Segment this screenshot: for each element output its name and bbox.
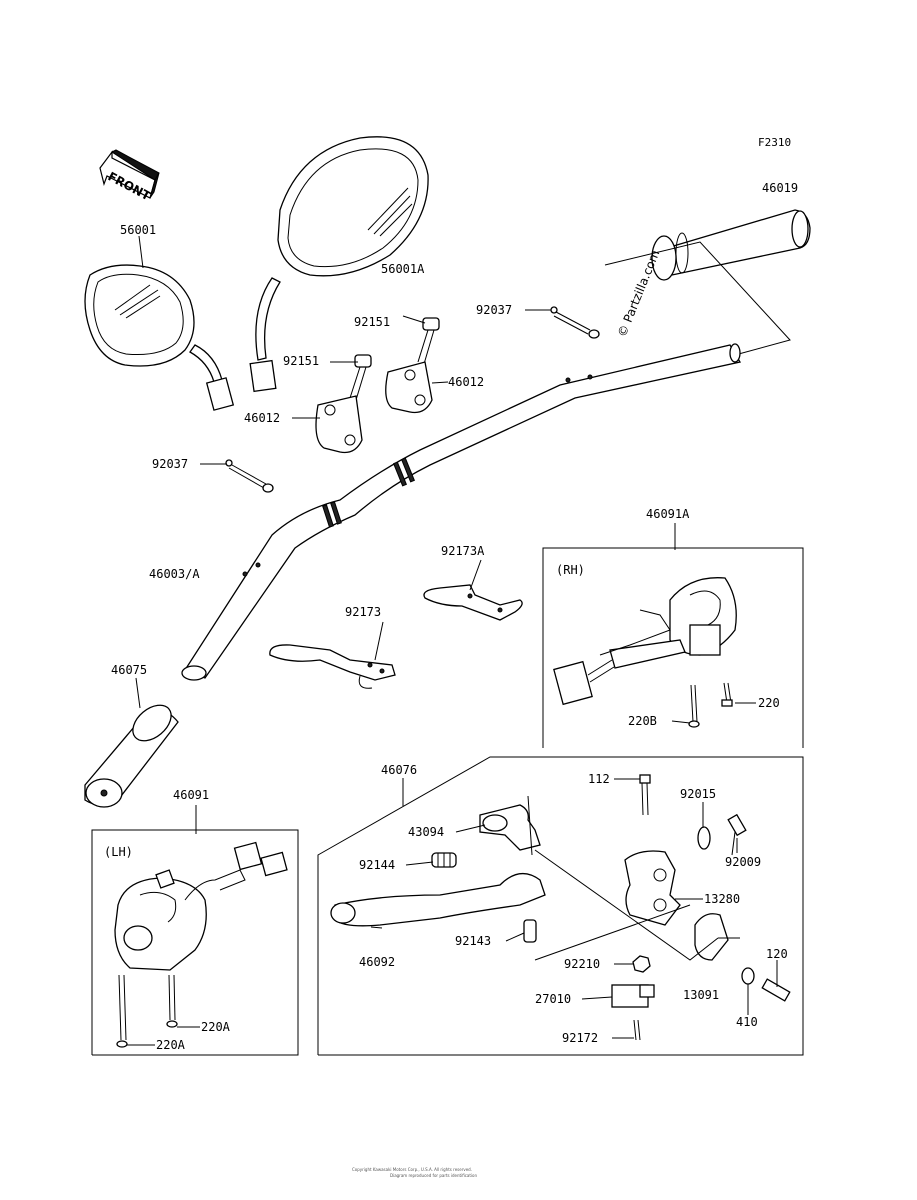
label-92009: 92009 [725,855,761,869]
bolt-120 [761,978,791,1002]
leader-lines [127,235,778,1046]
label-46091a: 46091A [646,507,690,521]
handlebar-46003 [181,343,742,681]
label-92151-b: 92151 [283,354,319,368]
label-92143: 92143 [455,934,491,948]
grip-leader [604,241,791,356]
bolt-92009 [727,813,747,856]
nut-92210 [632,955,651,973]
label-220: 220 [758,696,780,710]
clamp-92173a [423,584,523,621]
label-92210: 92210 [564,957,600,971]
label-27010: 27010 [535,992,571,1006]
screw-220a-1 [116,974,128,1048]
grip-46075 [84,704,179,808]
label-46012-a: 46012 [448,375,484,389]
label-220a-2: 220A [156,1038,186,1052]
band-92037-a [550,306,600,339]
lever-group-box [317,756,804,1056]
label-13280: 13280 [704,892,740,906]
label-56001: 56001 [120,223,156,237]
label-92151-a: 92151 [354,315,390,329]
label-56001a: 56001A [381,262,425,276]
band-92037-b [225,459,274,493]
label-43094: 43094 [408,825,444,839]
bracket-43094 [479,804,541,851]
label-46012-b: 46012 [244,411,280,425]
screw-92172 [633,1019,641,1041]
label-220a-1: 220A [201,1020,231,1034]
master-cylinder-13280 [624,850,681,926]
label-410: 410 [736,1015,758,1029]
label-46019: 46019 [762,181,798,195]
screw-220a-2 [166,974,178,1028]
part-labels: 46019 56001 56001A 92151 92037 92151 460… [111,181,798,1052]
footer-line-1: Copyright Kawasaki Motors Corp., U.S.A. … [352,1167,472,1172]
rh-group-box [542,547,804,748]
rh-group-label: (RH) [556,563,585,577]
watermark: © Partzilla.com [615,248,663,339]
clamp-92173 [269,644,396,689]
label-120: 120 [766,947,788,961]
label-92037-b: 92037 [152,457,188,471]
cap-92015 [697,826,711,850]
lh-group-label: (LH) [104,845,133,859]
label-46092: 46092 [359,955,395,969]
bolt-92151-b [349,354,372,401]
switch-46091a [553,577,737,706]
screw-112 [639,774,651,816]
label-92144: 92144 [359,858,395,872]
switch-27010 [611,984,655,1008]
figure-ref: F2310 [758,136,791,149]
label-92173a: 92173A [441,544,485,558]
label-112: 112 [588,772,610,786]
label-46076: 46076 [381,763,417,777]
mirror-56001 [84,264,235,411]
label-46091: 46091 [173,788,209,802]
spring-92144 [431,852,457,868]
label-92173: 92173 [345,605,381,619]
front-arrow-icon: FRONT [99,149,160,204]
label-13091: 13091 [683,988,719,1002]
label-46003a: 46003/A [149,567,200,581]
footer-line-2: Diagram reproduced for parts identificat… [390,1173,478,1178]
bolt-92151-a [417,317,440,365]
label-92172: 92172 [562,1031,598,1045]
washer-410 [741,967,755,985]
pivot-line [527,795,533,856]
switch-46091 [114,841,288,971]
pin-92143 [523,919,537,943]
lever-46092 [330,873,546,927]
label-220b: 220B [628,714,657,728]
holder-46012-a [385,361,433,414]
lh-group-box [91,829,299,1056]
holder-46012-b [315,395,363,454]
label-92015: 92015 [680,787,716,801]
clamp-13091 [694,913,729,961]
mirror-56001a [249,136,429,393]
label-92037-a: 92037 [476,303,512,317]
label-46075: 46075 [111,663,147,677]
grip-46019 [651,209,811,281]
screw-220 [721,682,733,707]
screw-220b [688,684,700,728]
